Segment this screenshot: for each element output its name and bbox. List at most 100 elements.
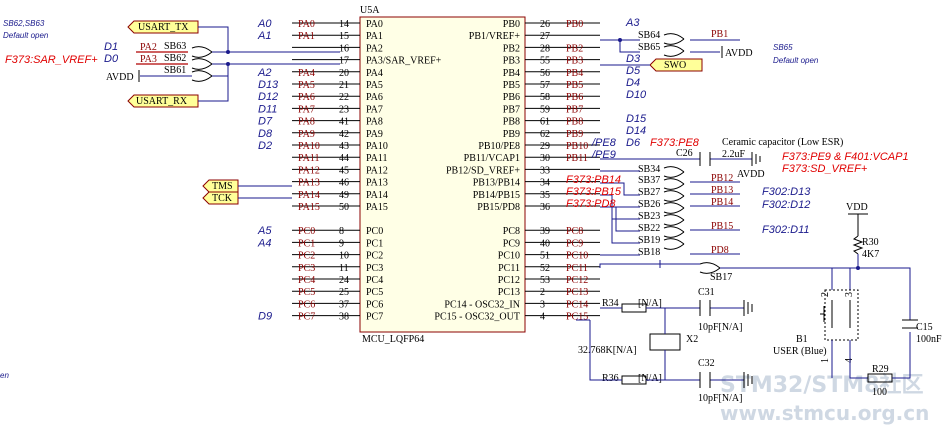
r34-label: R34 — [602, 298, 619, 309]
left-pin-net: PA7 — [298, 104, 315, 115]
right-pin-name: PC11 — [498, 263, 520, 274]
left-pin-net: PA0 — [298, 19, 315, 30]
right-pin-name: PC13 — [498, 287, 520, 298]
swo-port[interactable] — [649, 58, 703, 72]
sb23-label: SB23 — [638, 211, 660, 222]
right-pin-number: 29 — [540, 141, 550, 152]
c31-value: 10pF[N/A] — [698, 322, 742, 333]
sb62-sb63-default-note: Default open — [3, 31, 49, 40]
left-pin-number: 24 — [339, 275, 349, 286]
usart-rx-wire — [198, 64, 229, 102]
sb34-label: SB34 — [638, 164, 660, 175]
net-pa2: PA2 — [140, 42, 157, 53]
left-pin-name: PA10 — [366, 141, 388, 152]
vdd-rail — [848, 213, 868, 236]
left-pin-net: PA10 — [298, 141, 320, 152]
right-pin-name: PC15 - OSC32_OUT — [434, 312, 520, 323]
right-pin-net: PB3 — [566, 56, 583, 67]
junction-pa2 — [226, 50, 230, 54]
c26-label: C26 — [676, 148, 693, 159]
watermark-line2: www.stmcu.org.cn — [720, 401, 929, 425]
ann-f373-pb14: F373:PB14 — [566, 174, 621, 186]
left-pin-net: PA4 — [298, 68, 315, 79]
left-pin-name: PA13 — [366, 178, 388, 189]
b1-pin2: 2 — [820, 292, 831, 297]
right-pin-name: PB6 — [503, 92, 520, 103]
left-pin-net: PA5 — [298, 80, 315, 91]
b1-switch[interactable] — [820, 300, 851, 328]
right-pin-number: 27 — [540, 31, 550, 42]
right-pin-number: 56 — [540, 68, 550, 79]
usart-tx-label: USART_TX — [138, 22, 189, 33]
right-pin-name: PC14 - OSC32_IN — [444, 299, 520, 310]
right-pin-name: PB1/VREF+ — [469, 31, 521, 42]
c26-symbol — [699, 152, 711, 166]
right-pin-number: 36 — [540, 202, 550, 213]
sb26-label: SB26 — [638, 199, 660, 210]
sb65-note: SB65 — [773, 43, 793, 52]
left-pin-net: PA14 — [298, 190, 320, 201]
c32-symbol — [699, 372, 711, 388]
left-pin-annotation: D8 — [258, 128, 273, 140]
left-pin-net: PA1 — [298, 31, 315, 42]
right-pin-net: PB10 — [566, 141, 588, 152]
left-pin-net: PC7 — [298, 312, 315, 323]
right-pin-net: PC8 — [566, 226, 583, 237]
right-pin-number: 4 — [540, 312, 545, 323]
osc-out-wire — [589, 320, 744, 381]
left-pin-net: PA11 — [298, 153, 320, 164]
sb65-wire — [619, 40, 720, 53]
sb63-jumper — [191, 46, 213, 58]
left-pin-number: 14 — [339, 19, 349, 30]
right-pin-name: PC10 — [498, 251, 520, 262]
right-pin-row: PB15/PD8 36 — [477, 202, 600, 213]
swd-wires — [238, 185, 292, 199]
net-pb15: PB15 — [711, 221, 733, 232]
pe8-suffix: /PE8 — [591, 137, 617, 149]
ann-a3: A3 — [625, 17, 640, 29]
sb65-label: SB65 — [638, 42, 660, 53]
ann-d5: D5 — [626, 65, 641, 77]
left-pin-number: 49 — [339, 190, 349, 201]
sb64-label: SB64 — [638, 30, 660, 41]
ann-d6: D6 — [626, 137, 641, 149]
left-pin-number: 25 — [339, 287, 349, 298]
right-pin-name: PC8 — [503, 226, 520, 237]
sb65-default-note: Default open — [773, 56, 819, 65]
c32-label: C32 — [698, 358, 715, 369]
right-pin-name: PB15/PD8 — [477, 202, 520, 213]
mcu-body — [359, 16, 526, 333]
sb63-label: SB63 — [164, 41, 186, 52]
usart-rx-label: USART_RX — [136, 96, 188, 107]
left-pin-number: 42 — [339, 129, 349, 140]
right-pin-net: PC10 — [566, 251, 588, 262]
left-pin-net: PA8 — [298, 117, 315, 128]
junction-pa3 — [226, 62, 230, 66]
ann-d3: D3 — [626, 53, 641, 65]
sb18-label: SB18 — [638, 247, 660, 258]
left-pin-name: PA7 — [366, 104, 383, 115]
left-pin-annotation: D13 — [258, 79, 279, 91]
right-pin-number: 3 — [540, 299, 545, 310]
